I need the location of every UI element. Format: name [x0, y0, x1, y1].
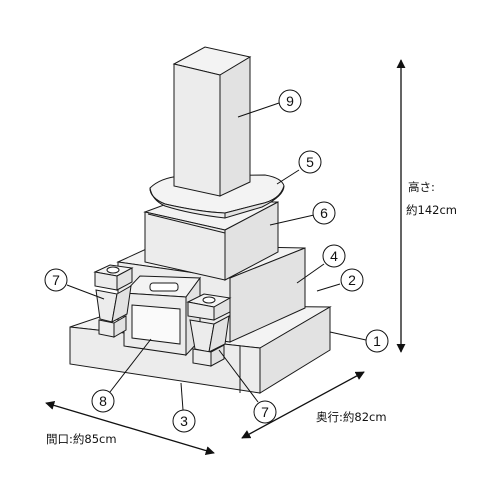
svg-text:4: 4 [330, 248, 338, 264]
height-value: 約142cm [406, 203, 457, 217]
callout-8: 8 [91, 389, 115, 413]
svg-text:7: 7 [52, 272, 60, 288]
callout-3: 3 [172, 409, 196, 433]
svg-text:5: 5 [306, 154, 314, 170]
callout-5: 5 [298, 150, 322, 174]
width-dimension-arrow [45, 400, 215, 456]
callout-1: 1 [365, 329, 389, 353]
svg-text:3: 3 [180, 413, 188, 429]
callout-7-right: 7 [253, 400, 277, 424]
callout-6: 6 [312, 201, 336, 225]
callout-7-left: 7 [44, 268, 68, 292]
depth-label: 奥行:約82cm [316, 410, 387, 424]
width-label: 間口:約85cm [46, 432, 117, 446]
svg-text:1: 1 [373, 333, 381, 349]
flower-vase-left [93, 264, 134, 338]
depth-dimension-arrow [241, 371, 365, 439]
main-pillar [172, 46, 252, 197]
svg-text:9: 9 [286, 93, 294, 109]
svg-text:8: 8 [99, 393, 107, 409]
flower-vase-right [186, 293, 232, 367]
svg-text:7: 7 [261, 404, 269, 420]
height-label: 高さ: [408, 180, 435, 194]
svg-text:2: 2 [348, 272, 356, 288]
callout-2: 2 [340, 268, 364, 292]
callout-9: 9 [278, 89, 302, 113]
svg-text:6: 6 [320, 205, 328, 221]
callout-4: 4 [322, 244, 346, 268]
